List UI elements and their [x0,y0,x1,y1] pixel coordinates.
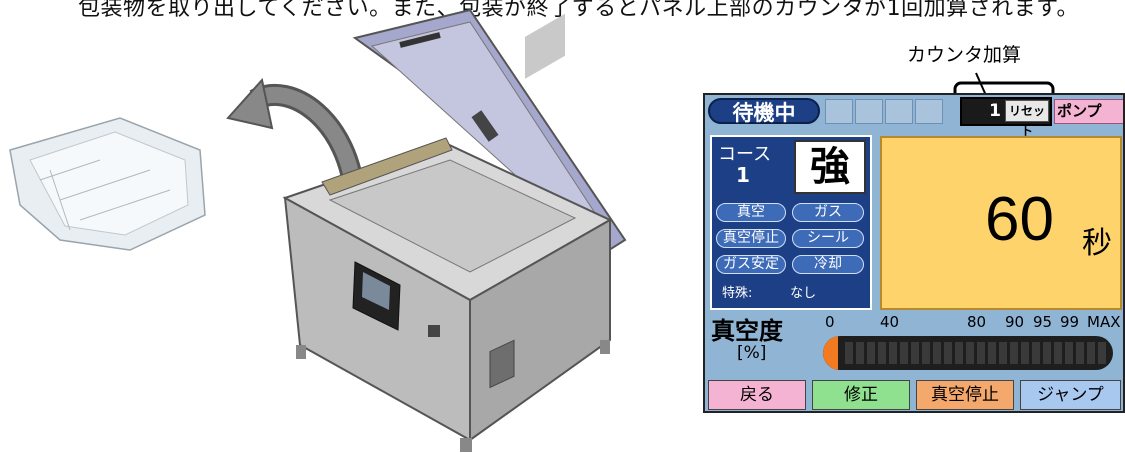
jump-button[interactable]: ジャンプ [1020,380,1121,410]
gauge-cell [1076,342,1084,364]
course-panel: コース 1 強 真空 ガス 真空停止 シール ガス安定 冷却 特殊: なし [710,135,872,310]
gauge-tick: 0 [825,313,835,331]
chip-vacuum-stop: 真空停止 [716,229,786,248]
gauge-cell [1065,342,1073,364]
gauge-cell [977,342,985,364]
gauge-cell [889,342,897,364]
gauge-tick: 40 [880,313,900,331]
chip-gas-stabilize: ガス安定 [716,255,786,274]
gauge-bar [823,336,1113,370]
counter-callout-label: カウンタ加算 [907,44,1022,66]
time-value: 60 [985,185,1054,254]
control-panel-screen: 待機中 1 リセット ポンプ コース 1 強 真空 ガス 真空停止 シール ガス… [703,93,1125,413]
special-value: なし [790,286,817,301]
back-button[interactable]: 戻る [708,380,806,410]
gauge-cell [900,342,908,364]
special-row: 特殊: なし [716,284,866,304]
chip-seal: シール [792,229,864,248]
gauge-tick: 95 [1033,313,1053,331]
vacuum-machine-illustration [9,8,627,452]
time-unit: 秒 [1082,226,1112,261]
status-segment [885,99,913,124]
gauge-tick: 90 [1005,313,1025,331]
gauge-cell [1010,342,1018,364]
edit-button[interactable]: 修正 [812,380,910,410]
gauge-cell [1021,342,1029,364]
gauge-cell [966,342,974,364]
special-label: 特殊: [722,286,753,301]
gauge-cell [867,342,875,364]
chip-vacuum: 真空 [716,203,786,222]
chip-gas: ガス [792,203,864,222]
bottom-button-row: 戻る 修正 真空停止 ジャンプ [705,377,1123,411]
gauge-unit: [%] [737,343,767,363]
package-bag-image [9,117,206,251]
status-indicator: 待機中 [708,98,820,125]
strength-indicator[interactable]: 強 [794,140,866,194]
gauge-cell [1087,342,1095,364]
gauge-cell [922,342,930,364]
time-display[interactable]: 60 秒 [880,136,1122,310]
gauge-cell [878,342,886,364]
gauge-cell [944,342,952,364]
gauge-title: 真空度 [711,317,783,345]
gauge-cell [1098,342,1106,364]
vacuum-gauge: 真空度 [%] 0 40 80 90 95 99 MAX [705,313,1123,377]
course-number: 1 [736,163,750,187]
course-label: コース [718,144,772,165]
machine-body [282,8,627,452]
status-bar: 待機中 1 リセット ポンプ [705,95,1123,138]
gauge-cell [1043,342,1051,364]
status-segment [825,99,853,124]
pump-button[interactable]: ポンプ [1054,99,1123,124]
instruction-caption: 包装物を取り出してください。また、包装が終了するとパネル上部のカウンタが1回加算… [78,0,1079,21]
reset-button[interactable]: リセット [1005,100,1049,138]
gauge-cell [1054,342,1062,364]
gauge-cell [856,342,864,364]
status-segment [855,99,883,124]
gauge-cell [933,342,941,364]
gauge-fill [823,336,838,370]
gauge-cell [911,342,919,364]
status-segment [915,99,943,124]
gauge-cell [845,342,853,364]
gauge-cell [988,342,996,364]
gauge-tick: MAX [1087,313,1121,331]
gauge-cell [955,342,963,364]
gauge-cell [999,342,1007,364]
gauge-cell [1032,342,1040,364]
vacuum-stop-button[interactable]: 真空停止 [916,380,1014,410]
counter-value: 1 [989,101,1001,121]
gauge-tick: 80 [967,313,987,331]
chip-cooling: 冷却 [792,255,864,274]
gauge-tick: 99 [1060,313,1080,331]
